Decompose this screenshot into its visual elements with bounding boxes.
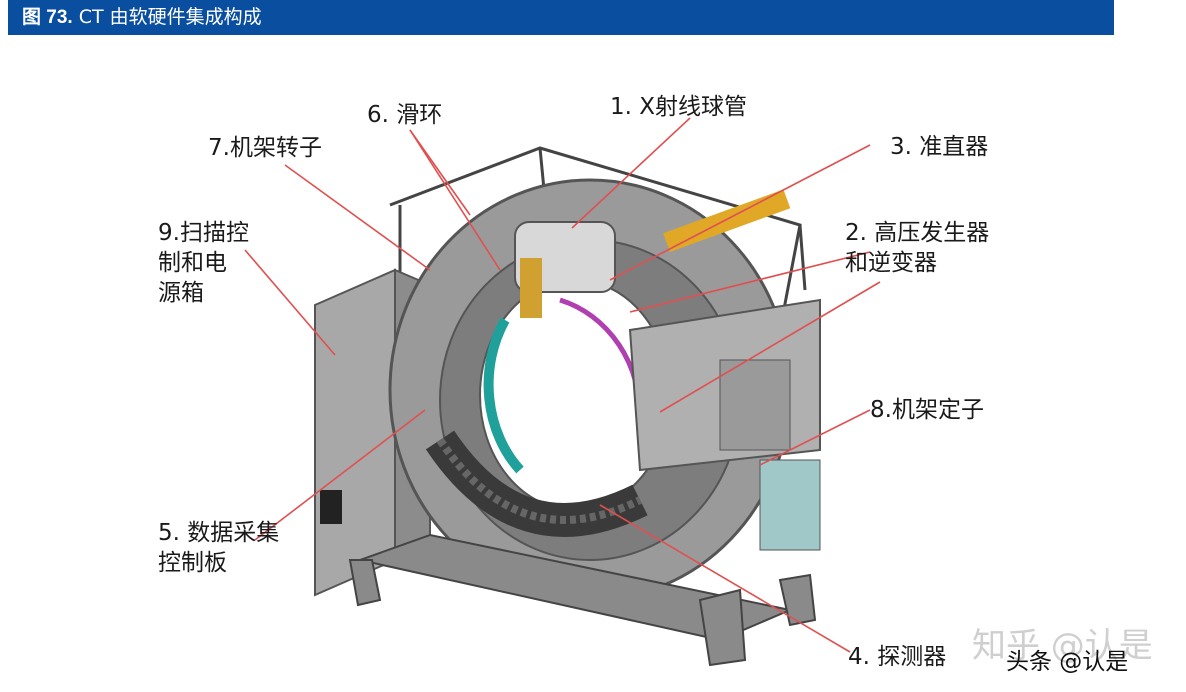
- label-daq-board: 5. 数据采集 控制板: [158, 520, 280, 576]
- stator-frame: [628, 298, 821, 551]
- label-slip-ring: 6. 滑环: [367, 102, 443, 128]
- figure-number: 图 73.: [22, 7, 73, 28]
- label-xray-tube: 1. X射线球管: [610, 94, 748, 120]
- header-rule: [8, 34, 1114, 35]
- xray-tube-assembly: [514, 221, 616, 318]
- figure-title: 图 73.CT 由软硬件集成构成: [22, 4, 262, 31]
- label-control-box: 9.扫描控 制和电 源箱: [158, 220, 249, 306]
- label-gantry-stator: 8.机架定子: [870, 397, 984, 423]
- figure-header: 图 73.CT 由软硬件集成构成: [8, 0, 1114, 34]
- ct-gantry-illustration: [244, 117, 881, 667]
- label-hv-generator: 2. 高压发生器 和逆变器: [845, 220, 990, 276]
- base-frame: [348, 533, 817, 667]
- zhihu-watermark: 知乎 @认是: [972, 626, 1153, 666]
- detector-arc: [425, 430, 648, 537]
- label-detector: 4. 探测器: [848, 644, 947, 670]
- label-gantry-rotor: 7.机架转子: [208, 135, 322, 161]
- label-collimator: 3. 准直器: [890, 134, 989, 160]
- figure-caption: CT 由软硬件集成构成: [78, 6, 262, 28]
- toutiao-watermark: 头条 @认是: [1006, 649, 1129, 675]
- pointer-lines: [244, 117, 881, 653]
